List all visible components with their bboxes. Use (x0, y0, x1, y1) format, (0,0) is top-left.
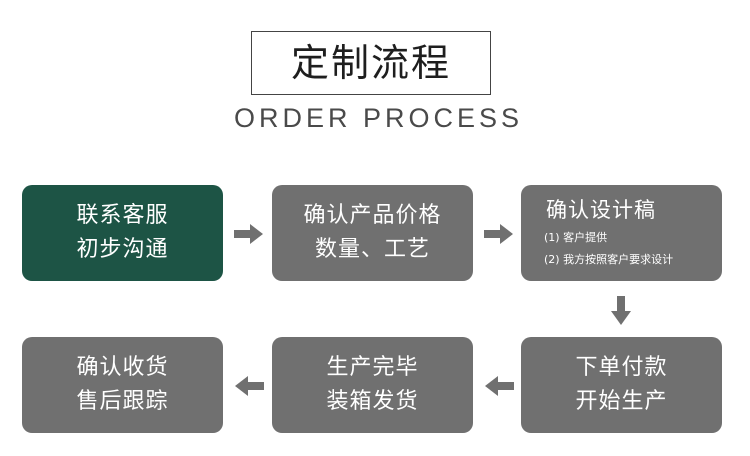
step-detail: (1) 客户提供 (544, 231, 608, 244)
step-label: 下单付款 (575, 355, 668, 380)
step-label: 装箱发货 (326, 389, 419, 414)
page-title: 定制流程 (290, 41, 451, 85)
arrow-right-icon (484, 224, 513, 244)
step-label: 初步沟通 (76, 237, 169, 262)
arrow-right-icon (234, 224, 263, 244)
page-subtitle: ORDER PROCESS (234, 103, 524, 133)
step-contact-service: 联系客服 初步沟通 (22, 185, 223, 281)
arrow-down-icon (611, 296, 631, 325)
step-place-order: 下单付款 开始生产 (521, 337, 722, 433)
step-label: 确认产品价格 (303, 203, 442, 228)
title-box: 定制流程 (251, 31, 491, 95)
step-label: 联系客服 (76, 203, 169, 228)
step-label: 生产完毕 (326, 355, 419, 380)
arrow-left-icon (235, 376, 264, 396)
arrow-left-icon (485, 376, 514, 396)
step-label: 开始生产 (575, 389, 668, 414)
step-detail: (2) 我方按照客户要求设计 (544, 253, 674, 266)
step-label: 数量、工艺 (314, 237, 430, 262)
step-label: 售后跟踪 (76, 389, 169, 414)
step-confirm-receipt: 确认收货 售后跟踪 (22, 337, 223, 433)
step-confirm-design: 确认设计稿 (1) 客户提供 (2) 我方按照客户要求设计 (521, 185, 722, 281)
step-label: 确认设计稿 (546, 198, 656, 222)
step-confirm-price: 确认产品价格 数量、工艺 (272, 185, 473, 281)
step-production-complete: 生产完毕 装箱发货 (272, 337, 473, 433)
step-label: 确认收货 (76, 355, 169, 380)
